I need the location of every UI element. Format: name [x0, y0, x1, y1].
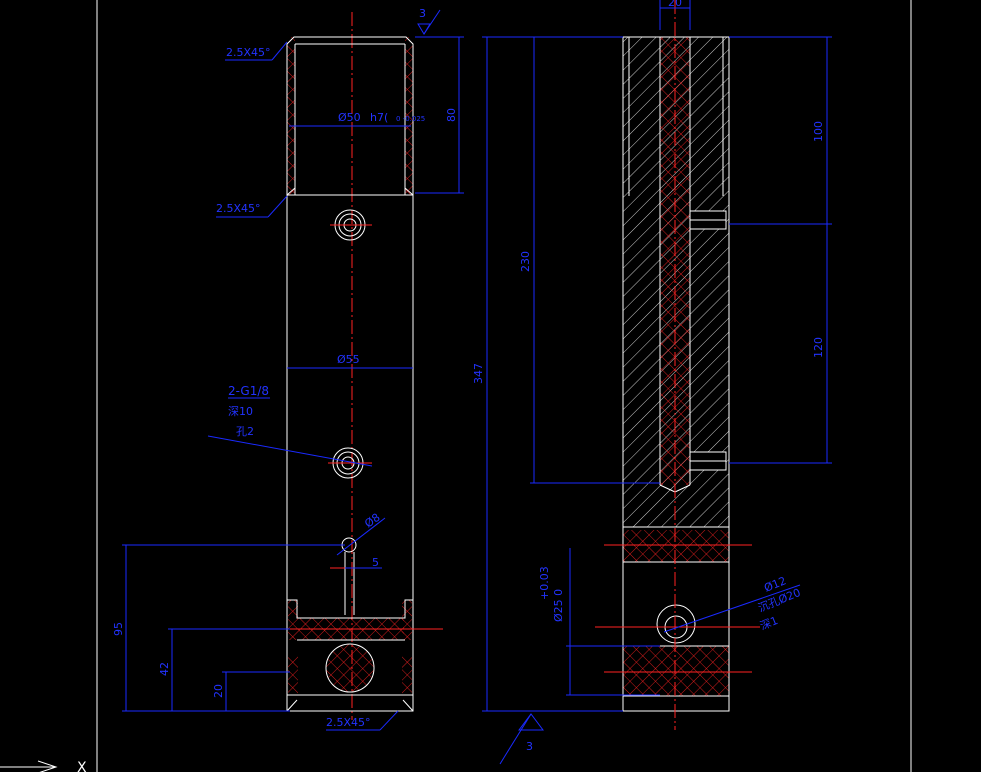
drawing-frame	[96, 0, 912, 772]
dim-42-label: 42	[158, 662, 171, 676]
bottom-bore-hatch	[325, 643, 375, 693]
ucs-icon: X	[0, 760, 87, 772]
port-thread-label-1: 2-G1/8	[228, 384, 269, 398]
bore-depth-label: 80	[445, 108, 458, 122]
dim-100-label: 100	[812, 121, 825, 142]
port-thread-label-3: 孔2	[236, 425, 254, 438]
side-dimension-labels: 20 100 120 230 347 +0.03 Ø25 0 Ø12 沉孔Ø20…	[472, 0, 825, 753]
port-lower	[328, 447, 372, 479]
dim-20-label: 20	[212, 684, 225, 698]
bottom-hatch-lower-right	[402, 655, 412, 695]
side-cross-hole	[656, 604, 696, 644]
side-band-upper	[623, 530, 729, 562]
bottom-hatch-left	[288, 600, 298, 640]
hole-label-2: 沉孔Ø20	[756, 586, 802, 615]
tol-dia-label: Ø25 0	[552, 589, 565, 622]
offset-5-label: 5	[372, 556, 379, 569]
side-view	[595, 0, 760, 730]
chamfer-bottom-label: 2.5X45°	[326, 716, 371, 729]
dim-95-label: 95	[112, 622, 125, 636]
bore-tolerance-label: 0 -0.025	[396, 115, 425, 123]
chamfer-mid-label: 2.5X45°	[216, 202, 261, 215]
surface-mark-side-label: 3	[526, 740, 533, 753]
dim-347-label: 347	[472, 363, 485, 384]
bottom-hatch-lower-left	[288, 655, 298, 695]
front-dimension-labels: 2.5X45° 2.5X45° 2.5X45° Ø50 h7( 0 -0.025…	[112, 7, 458, 729]
dim-230-label: 230	[519, 251, 532, 272]
bore-hatch-left	[287, 37, 295, 195]
port-thread-label-2: 深10	[228, 405, 253, 418]
front-dimensions	[122, 36, 464, 731]
surface-mark-front-label: 3	[419, 7, 426, 20]
bore-diameter-label: Ø50	[338, 111, 361, 124]
width-diameter-label: Ø55	[337, 353, 360, 366]
bottom-hatch-right	[402, 600, 412, 640]
hole-label-3: 深1	[758, 614, 780, 633]
port-upper	[330, 209, 372, 241]
chamfer-top-label: 2.5X45°	[226, 46, 271, 59]
bore-hatch-right	[405, 37, 413, 195]
front-view	[257, 9, 443, 720]
dim-120-label: 120	[812, 337, 825, 358]
small-hole-label: Ø8	[362, 511, 382, 531]
side-band-lower	[623, 646, 729, 696]
tol-upper-label: +0.03	[538, 566, 551, 600]
side-dimensions	[482, 0, 832, 765]
side-top-width-label: 20	[668, 0, 682, 9]
ucs-axis-x-label: X	[77, 760, 87, 772]
bore-fit-label: h7(	[370, 111, 388, 124]
